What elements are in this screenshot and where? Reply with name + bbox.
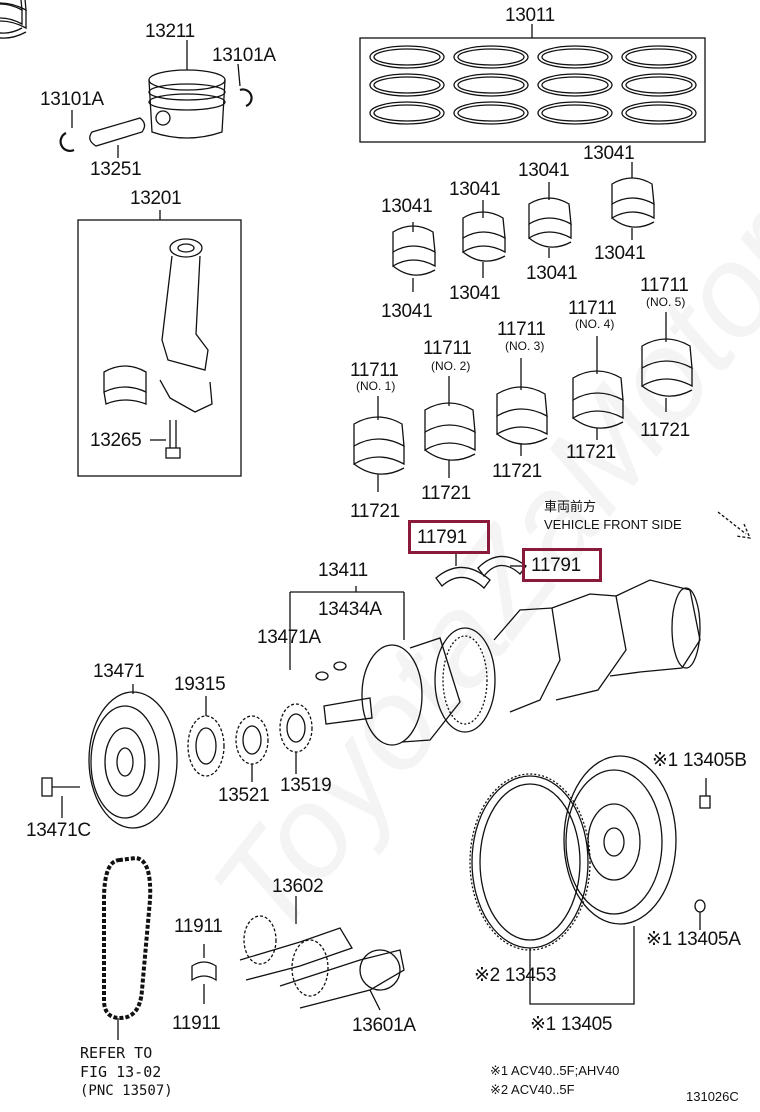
label-13011: 13011 xyxy=(505,5,555,26)
figure-code: 131026C xyxy=(686,1089,739,1104)
highlight-thrust-right xyxy=(522,548,602,582)
snap-ring-right-icon xyxy=(239,88,253,108)
crankshaft-gear-icon xyxy=(279,703,313,774)
front-label-jp: 車両前方 xyxy=(544,499,597,514)
label-13251: 13251 xyxy=(90,159,142,180)
label-11721-no5: 11721 xyxy=(640,420,690,441)
label-11721-no2: 11721 xyxy=(421,483,471,504)
label-13211: 13211 xyxy=(145,21,195,42)
label-13265: 13265 xyxy=(90,430,142,451)
label-13434a: 13434A xyxy=(318,599,382,620)
dowel-pin-icon xyxy=(694,899,706,913)
label-13041-b3-bot: 13041 xyxy=(526,263,578,284)
label-no1: (NO. 1) xyxy=(356,379,396,393)
thrust-washer-left-icon xyxy=(435,566,491,589)
label-13471c: 13471C xyxy=(26,820,91,841)
label-13453: ※2 13453 xyxy=(474,965,557,986)
label-13041-b1-top: 13041 xyxy=(381,196,433,217)
label-13521: 13521 xyxy=(218,785,270,806)
ring-set-box xyxy=(359,37,706,143)
oil-pump-drive-gear-icon xyxy=(235,715,269,782)
label-11711-no4: 11711 xyxy=(568,298,617,319)
flywheel-icon xyxy=(529,755,677,1005)
timing-sprocket-icon xyxy=(187,696,225,777)
balance-shaft-icon xyxy=(239,896,405,1011)
label-13041-b2-top: 13041 xyxy=(449,179,501,200)
label-no3: (NO. 3) xyxy=(505,339,545,353)
snap-ring-left-icon xyxy=(59,132,75,152)
label-11711-no3: 11711 xyxy=(497,319,546,340)
rod-bearing-icon xyxy=(0,0,23,34)
refer-line-3: (PNC 13507) xyxy=(80,1083,173,1099)
label-11711-no2: 11711 xyxy=(423,338,472,359)
label-no4: (NO. 4) xyxy=(575,317,615,331)
label-13041-b3-top: 13041 xyxy=(518,160,570,181)
label-11791-left: 11791 xyxy=(417,527,467,548)
key-icon xyxy=(315,671,329,681)
piston-icon xyxy=(148,40,226,139)
highlight-thrust-left xyxy=(408,520,490,554)
rod-bolt-icon xyxy=(150,420,181,459)
label-13405a: ※1 13405A xyxy=(646,929,741,950)
front-arrow-icon xyxy=(717,511,752,539)
shaft-bearing-icon xyxy=(191,944,217,1004)
refer-line-1: REFER TO xyxy=(80,1044,153,1062)
flywheel-bolt-icon xyxy=(699,778,711,809)
label-11721-no4: 11721 xyxy=(566,442,616,463)
thrust-washer-right-icon xyxy=(477,555,527,578)
label-11721-no1: 11721 xyxy=(350,501,400,522)
label-19315: 19315 xyxy=(174,674,226,695)
piston-rings-icon xyxy=(369,45,697,125)
label-13405: ※1 13405 xyxy=(530,1014,613,1035)
label-13041-b2-bot: 13041 xyxy=(449,283,501,304)
label-13101a-right: 13101A xyxy=(212,45,276,66)
label-11721-no3: 11721 xyxy=(492,461,542,482)
label-13471a: 13471A xyxy=(257,627,321,648)
note-2: ※2 ACV40..5F xyxy=(490,1082,575,1097)
label-11711-no1: 11711 xyxy=(350,360,399,381)
label-no2: (NO. 2) xyxy=(431,359,471,373)
front-label-en: VEHICLE FRONT SIDE xyxy=(544,517,682,532)
label-13601a: 13601A xyxy=(352,1015,416,1036)
label-13471: 13471 xyxy=(93,661,145,682)
timing-chain-icon xyxy=(102,855,153,1021)
label-11911-bot: 11911 xyxy=(172,1013,221,1034)
note-1: ※1 ACV40..5F;AHV40 xyxy=(490,1063,620,1078)
label-13041-b1-bot: 13041 xyxy=(381,301,433,322)
piston-pin-icon xyxy=(89,117,146,158)
crankshaft-icon xyxy=(289,579,701,746)
refer-line-2: FIG 13-02 xyxy=(80,1063,162,1081)
main-bearing-icon xyxy=(0,0,27,39)
ring-gear-icon xyxy=(469,773,591,951)
label-13041-b4-bot: 13041 xyxy=(594,243,646,264)
label-13411: 13411 xyxy=(318,560,368,581)
label-13041-b4-top: 13041 xyxy=(583,143,635,164)
crank-pulley-icon xyxy=(88,684,178,829)
label-13201: 13201 xyxy=(130,188,182,209)
label-13101a-left: 13101A xyxy=(40,89,104,110)
label-11791-right: 11791 xyxy=(531,555,581,576)
label-11911-top: 11911 xyxy=(174,916,223,937)
label-13602: 13602 xyxy=(272,876,324,897)
label-11711-no5: 11711 xyxy=(640,275,689,296)
label-no5: (NO. 5) xyxy=(646,295,686,309)
pulley-bolt-icon xyxy=(41,777,80,818)
connecting-rod-icon xyxy=(103,238,213,413)
label-13519: 13519 xyxy=(280,775,332,796)
label-13405b: ※1 13405B xyxy=(652,750,747,771)
key2-icon xyxy=(333,661,347,671)
